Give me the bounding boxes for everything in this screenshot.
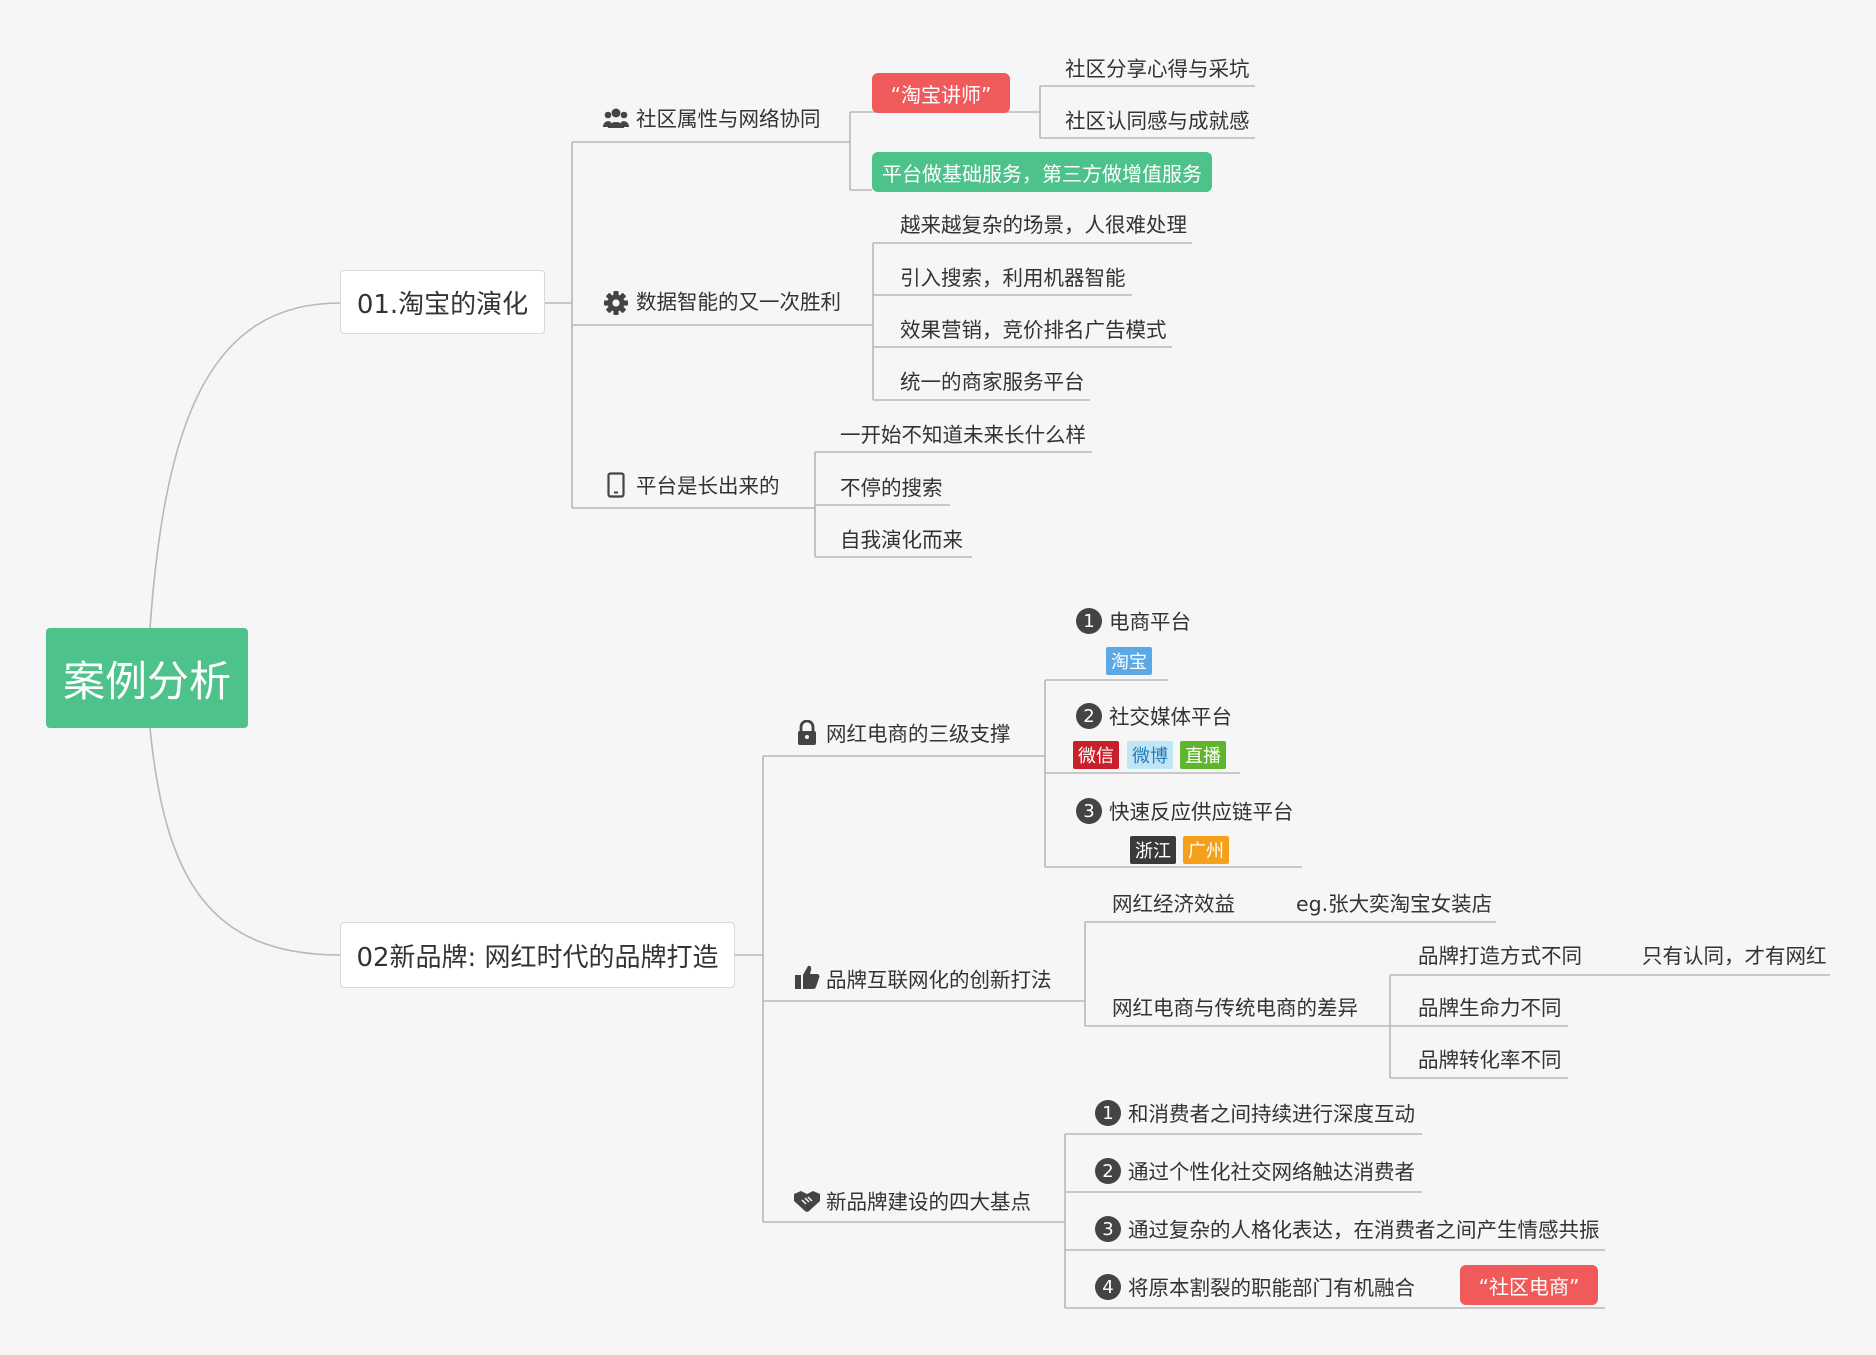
topic-brand-internet[interactable]: 品牌互联网化的创新打法 (826, 968, 1052, 992)
leaf-department-fusion[interactable]: 将原本割裂的职能部门有机融合 (1128, 1276, 1415, 1300)
leaf-ecommerce-difference[interactable]: 网红电商与传统电商的差异 (1112, 996, 1358, 1020)
number-badge-3: 3 (1076, 798, 1102, 824)
leaf-brand-building[interactable]: 品牌打造方式不同 (1418, 944, 1582, 968)
tag-taobao[interactable]: 淘宝 (1106, 647, 1152, 675)
leaf-social-media[interactable]: 社交媒体平台 (1109, 705, 1232, 729)
tablet-icon (607, 472, 625, 498)
leaf-brand-vitality[interactable]: 品牌生命力不同 (1418, 996, 1562, 1020)
gear-icon (604, 291, 628, 315)
root-node[interactable]: 案例分析 (46, 628, 248, 728)
thumbs-up-icon (795, 965, 820, 989)
number-badge-3: 3 (1095, 1216, 1121, 1242)
tag-weibo[interactable]: 微博 (1127, 741, 1173, 769)
community-ecommerce-tag[interactable]: “社区电商” (1460, 1265, 1598, 1305)
leaf-conversion-rate[interactable]: 品牌转化率不同 (1418, 1048, 1562, 1072)
topic-four-pillars[interactable]: 新品牌建设的四大基点 (826, 1190, 1031, 1214)
topic-three-supports[interactable]: 网红电商的三级支撑 (826, 722, 1011, 746)
leaf-community-identity[interactable]: 社区认同感与成就感 (1065, 109, 1250, 133)
branch-label: 02新品牌: 网红时代的品牌打造 (356, 942, 719, 973)
tag-guangzhou[interactable]: 广州 (1183, 836, 1229, 864)
tag-zhejiang[interactable]: 浙江 (1130, 836, 1176, 864)
service-tag[interactable]: 平台做基础服务，第三方做增值服务 (872, 152, 1212, 192)
leaf-influencer-economy[interactable]: 网红经济效益 (1112, 892, 1235, 916)
leaf-keep-searching[interactable]: 不停的搜索 (840, 476, 943, 500)
tag-wechat[interactable]: 微信 (1073, 741, 1119, 769)
number-badge-1: 1 (1095, 1100, 1121, 1126)
leaf-complex-scenes[interactable]: 越来越复杂的场景，人很难处理 (900, 213, 1187, 237)
leaf-community-share[interactable]: 社区分享心得与采坑 (1065, 57, 1250, 81)
lock-icon (798, 720, 816, 745)
number-badge-1: 1 (1076, 608, 1102, 634)
tag-live[interactable]: 直播 (1180, 741, 1226, 769)
leaf-self-evolve[interactable]: 自我演化而来 (840, 528, 963, 552)
topic-data-intelligence[interactable]: 数据智能的又一次胜利 (636, 290, 841, 314)
leaf-emotional-resonance[interactable]: 通过复杂的人格化表达，在消费者之间产生情感共振 (1128, 1218, 1600, 1242)
leaf-supply-chain[interactable]: 快速反应供应链平台 (1109, 800, 1294, 824)
leaf-consumer-interaction[interactable]: 和消费者之间持续进行深度互动 (1128, 1102, 1415, 1126)
leaf-example-store[interactable]: eg.张大奕淘宝女装店 (1296, 892, 1493, 916)
leaf-social-reach[interactable]: 通过个性化社交网络触达消费者 (1128, 1160, 1415, 1184)
topic-community[interactable]: 社区属性与网络协同 (636, 107, 821, 131)
number-badge-2: 2 (1076, 703, 1102, 729)
leaf-search-ml[interactable]: 引入搜索，利用机器智能 (900, 266, 1126, 290)
lecturer-tag[interactable]: “淘宝讲师” (872, 73, 1010, 113)
people-icon (603, 108, 629, 128)
leaf-merchant-platform[interactable]: 统一的商家服务平台 (900, 370, 1085, 394)
topic-platform-grows[interactable]: 平台是长出来的 (636, 474, 780, 498)
leaf-performance-ads[interactable]: 效果营销，竞价排名广告模式 (900, 318, 1167, 342)
number-badge-4: 4 (1095, 1274, 1121, 1300)
branch-new-brand[interactable]: 02新品牌: 网红时代的品牌打造 (340, 922, 735, 988)
leaf-unknown-future[interactable]: 一开始不知道未来长什么样 (840, 423, 1086, 447)
branch-taobao-evolution[interactable]: 01.淘宝的演化 (340, 270, 545, 334)
branch-label: 01.淘宝的演化 (356, 289, 529, 320)
leaf-ecommerce-platform[interactable]: 电商平台 (1109, 610, 1191, 634)
leaf-recognition-note[interactable]: 只有认同，才有网红 (1642, 944, 1827, 968)
root-label: 案例分析 (62, 656, 231, 706)
handshake-icon (794, 1191, 820, 1212)
number-badge-2: 2 (1095, 1158, 1121, 1184)
